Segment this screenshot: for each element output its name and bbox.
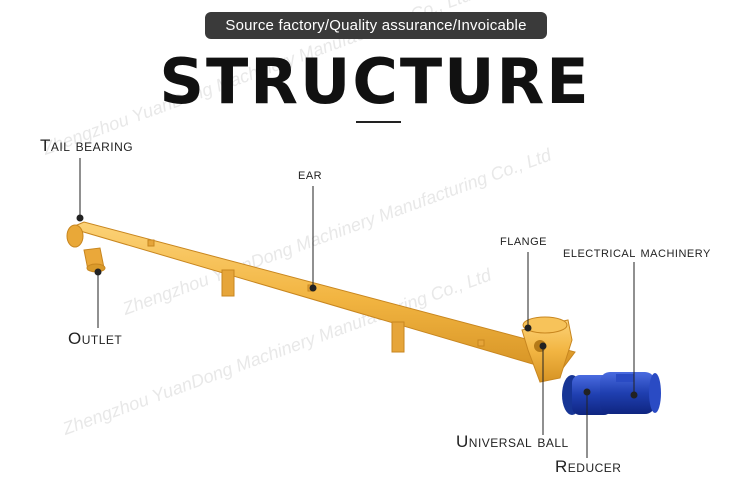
title-underline (356, 121, 401, 123)
conveyor-tube (66, 221, 576, 373)
label-universal-ball: Universal ball (456, 432, 569, 451)
label-ear: ear (298, 166, 323, 183)
label-tail-bearing: Tail bearing (40, 136, 134, 155)
support-ears (147, 239, 485, 353)
label-reducer: Reducer (555, 457, 622, 476)
label-outlet: Outlet (68, 329, 123, 348)
header-badge: Source factory/Quality assurance/Invoica… (205, 12, 547, 39)
reducer-and-motor (562, 372, 661, 415)
page-title: STRUCTURE (159, 45, 591, 118)
flange-and-ball (521, 316, 573, 383)
leader-lines (76, 158, 638, 458)
label-electrical-machinery: electrical machinery (563, 244, 711, 261)
outlet-spout (83, 247, 106, 273)
label-flange: flange (500, 232, 548, 249)
